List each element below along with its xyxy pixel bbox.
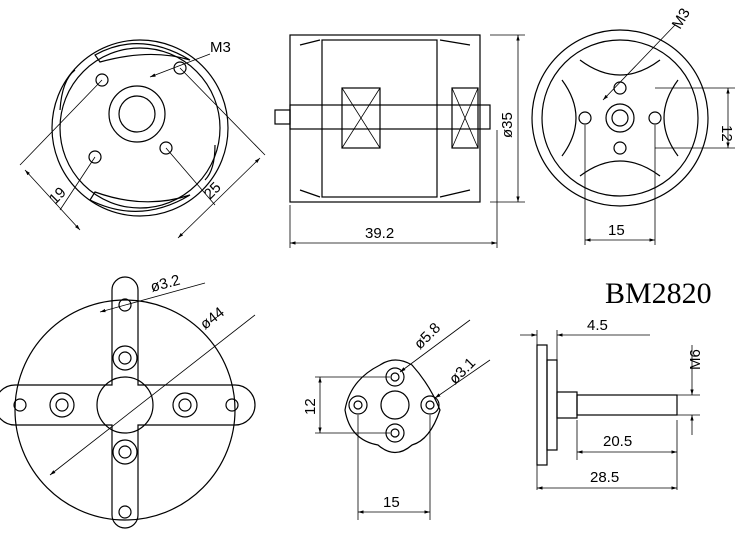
mount-hole-label: ø3.2 [149, 272, 182, 296]
small-hole-label: ø3.1 [446, 355, 479, 388]
side-length-label: 39.2 [365, 225, 394, 242]
front-dim-b: 25 [201, 179, 225, 203]
adapter-flange-label: 4.5 [587, 317, 608, 334]
adapter-total-label: 28.5 [590, 469, 619, 486]
small-width-label: 15 [383, 494, 400, 511]
side-view: 39.2 ø35 [274, 34, 525, 248]
small-mount: 12 15 ø5.8 ø3.1 [302, 320, 491, 520]
rear-height-label: 12 [718, 125, 735, 142]
rear-width-label: 15 [608, 222, 625, 239]
side-diameter-label: ø35 [499, 112, 516, 138]
model-title: BM2820 [605, 277, 712, 310]
prop-adapter: 4.5 M6 20.5 28.5 [520, 317, 704, 490]
rear-view: 15 12 M3 [531, 5, 735, 245]
mount-diameter-label: ø44 [197, 304, 228, 333]
front-thread-label: M3 [210, 39, 231, 56]
small-center-hole-label: ø5.8 [411, 320, 444, 353]
adapter-shaft-label: 20.5 [603, 433, 632, 450]
small-height-label: 12 [302, 398, 319, 415]
front-dim-a: 19 [46, 184, 70, 208]
adapter-thread-label: M6 [687, 349, 704, 370]
front-view: M3 19 25 [19, 39, 266, 239]
large-mount: ø3.2 ø44 [0, 272, 256, 529]
